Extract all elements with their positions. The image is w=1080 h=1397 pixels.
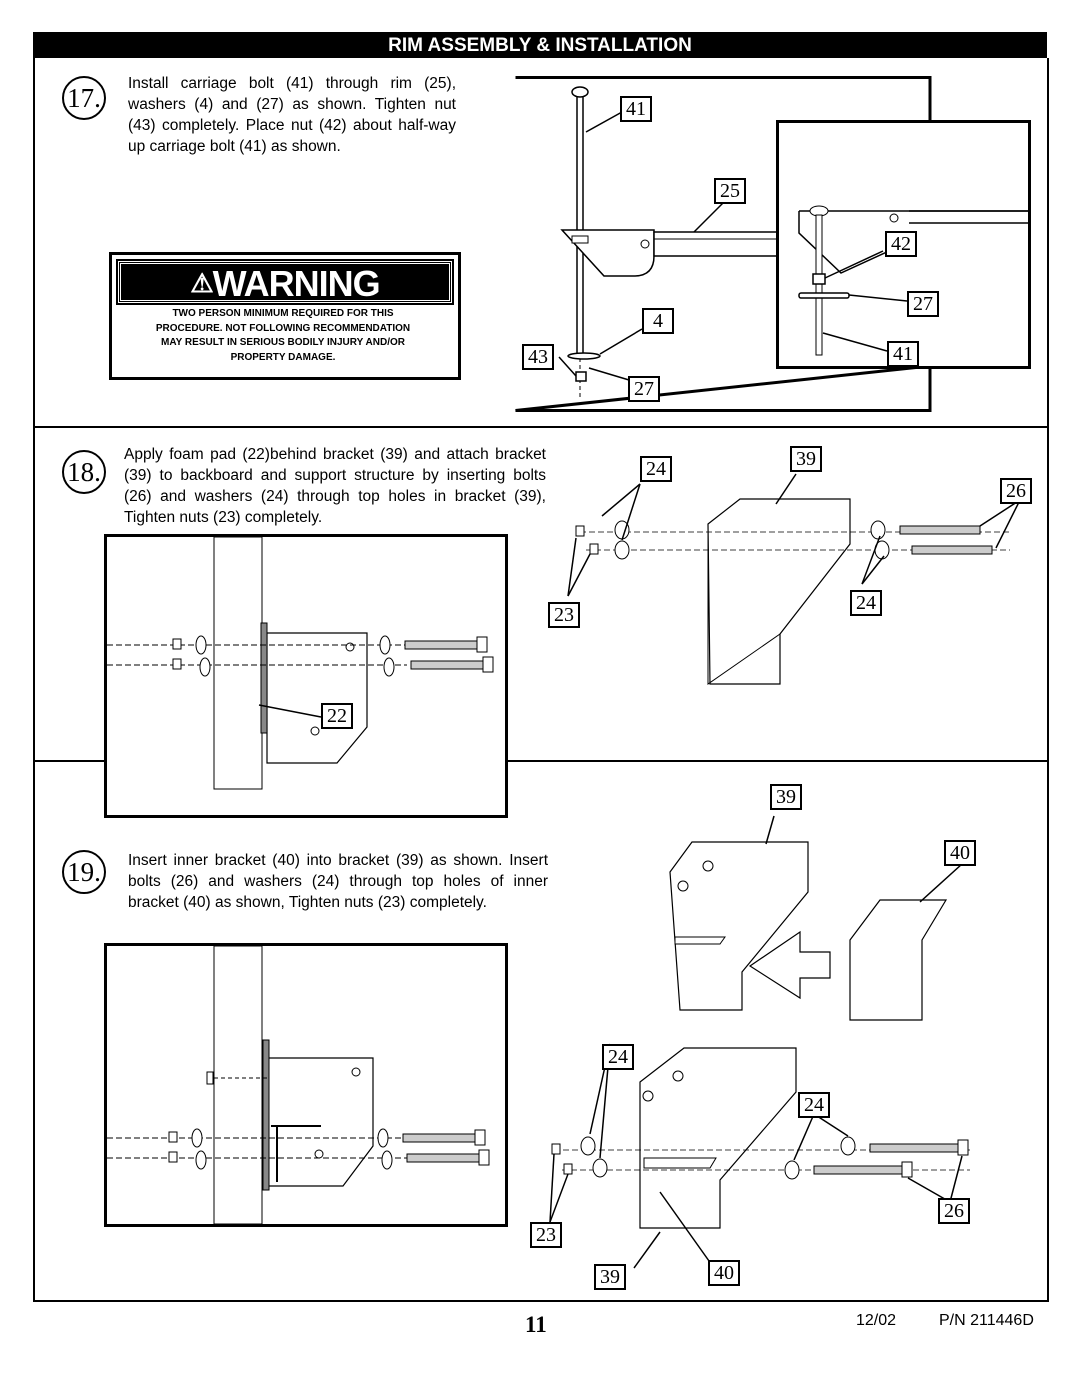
callout-label: 25 (714, 178, 746, 204)
warning-triangle-icon: ⚠ (190, 268, 213, 298)
step-instructions: Install carriage bolt (41) through rim (… (128, 75, 456, 155)
callout-label: 27 (907, 291, 939, 317)
section-divider (33, 760, 1049, 762)
section-title: RIM ASSEMBLY & INSTALLATION (33, 32, 1047, 58)
bracket-exploded-view: 24 39 26 23 24 (540, 444, 1040, 704)
page-frame (33, 58, 1049, 1302)
callout-label: 24 (640, 456, 672, 482)
callout-label: 40 (944, 840, 976, 866)
part-number: P/N 211446D (939, 1312, 1034, 1329)
callout-label: 4 (642, 308, 674, 334)
inner-bracket-exploded-view: 39 40 24 24 26 23 39 40 (510, 782, 1040, 1292)
callout-label: 23 (548, 602, 580, 628)
callout-label: 39 (790, 446, 822, 472)
callout-label: 26 (938, 1198, 970, 1224)
callout-label: 39 (594, 1264, 626, 1290)
inner-bracket-side-view (104, 943, 508, 1227)
callout-label: 26 (1000, 478, 1032, 504)
rim-bolt-diagram: 41 25 4 43 27 (514, 76, 934, 412)
callout-label: 43 (522, 344, 554, 370)
step-instructions: Insert inner bracket (40) into bracket (… (128, 852, 548, 911)
revision-date: 12/02 (856, 1312, 897, 1329)
step-number: 17. (62, 76, 106, 120)
callout-label: 41 (620, 96, 652, 122)
step-number: 18. (62, 450, 106, 494)
bracket-side-view: 22 (104, 534, 508, 818)
nut-detail-inset: 42 27 41 (776, 120, 1031, 369)
callout-label: 42 (885, 231, 917, 257)
page-number: 11 (525, 1312, 547, 1337)
warning-text: TWO PERSON MINIMUM REQUIRED FOR THIS PRO… (155, 308, 411, 363)
callout-label: 39 (770, 784, 802, 810)
callout-label: 41 (887, 341, 919, 367)
callout-label: 40 (708, 1260, 740, 1286)
callout-label: 24 (850, 590, 882, 616)
step-number: 19. (62, 850, 106, 894)
callout-label: 22 (321, 703, 353, 729)
step-instructions: Apply foam pad (22)behind bracket (39) a… (124, 446, 546, 526)
warning-box: ⚠WARNING TWO PERSON MINIMUM REQUIRED FOR… (109, 252, 461, 380)
section-divider (33, 426, 1049, 428)
callout-label: 23 (530, 1222, 562, 1248)
warning-title: ⚠WARNING (116, 259, 454, 305)
callout-label: 24 (602, 1044, 634, 1070)
callout-label: 24 (798, 1092, 830, 1118)
callout-label: 27 (628, 376, 660, 402)
